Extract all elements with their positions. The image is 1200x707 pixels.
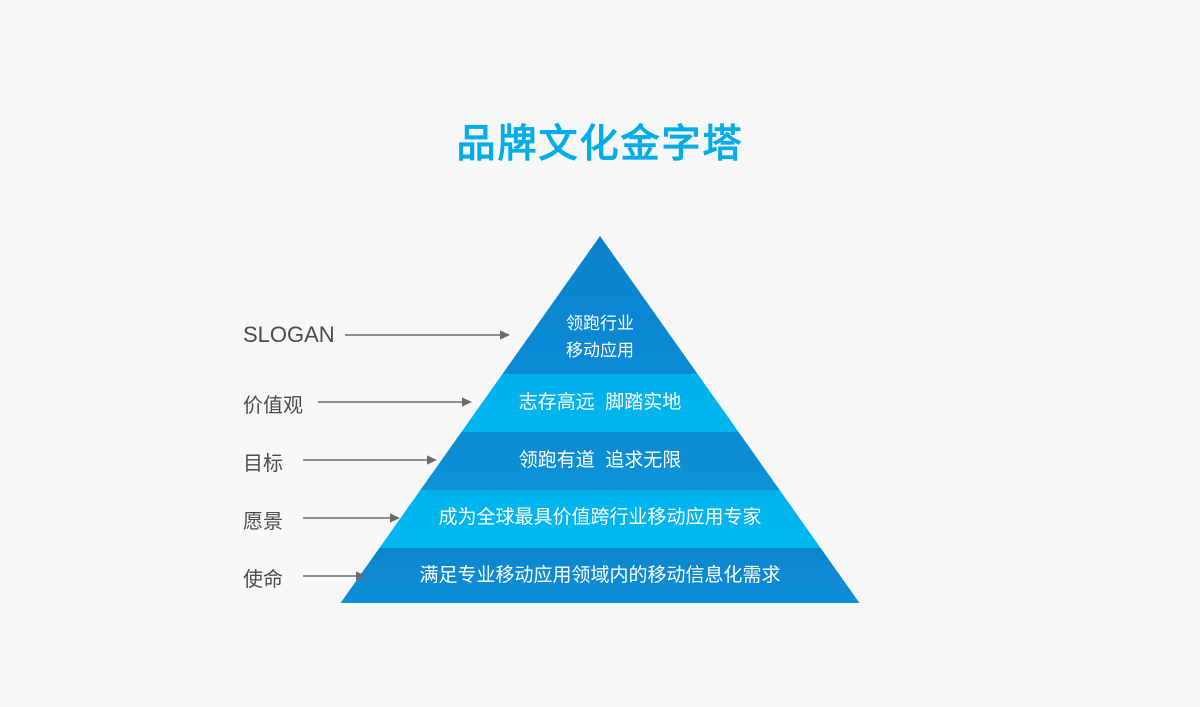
- pyramid-label-goal: 目标: [243, 453, 283, 475]
- pyramid-label-mission: 使命: [243, 569, 283, 591]
- pyramid-tier-slogan: [502, 236, 698, 374]
- arrow-goal: [303, 455, 437, 465]
- pyramid-tier-mission: [340, 548, 860, 603]
- arrow-head-icon: [500, 330, 510, 340]
- arrow-head-icon: [390, 513, 400, 523]
- arrow-head-icon: [427, 455, 437, 465]
- arrow-slogan: [345, 330, 510, 340]
- arrow-mission: [303, 571, 366, 581]
- arrow-head-icon: [356, 571, 366, 581]
- pyramid-tier-vision: [379, 490, 821, 548]
- pyramid-tier-values: [461, 374, 739, 432]
- pyramid-label-values: 价值观: [243, 395, 303, 417]
- arrow-head-icon: [462, 397, 472, 407]
- pyramid-tier-group: [340, 236, 860, 603]
- arrow-vision: [303, 513, 400, 523]
- pyramid-label-slogan: SLOGAN: [243, 322, 335, 347]
- arrow-values: [318, 397, 472, 407]
- pyramid-tier-goal: [420, 432, 780, 490]
- pyramid-label-vision: 愿景: [243, 511, 283, 533]
- page-title: 品牌文化金字塔: [456, 123, 744, 166]
